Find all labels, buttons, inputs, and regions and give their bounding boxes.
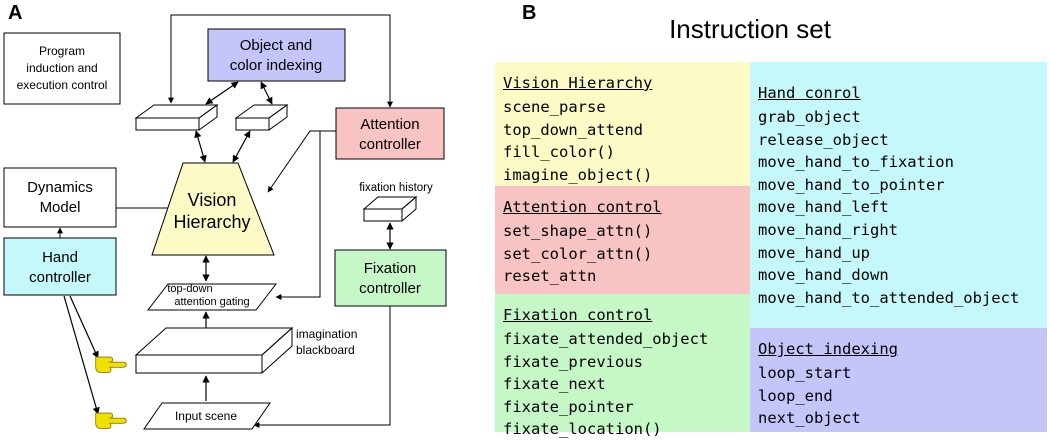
group-object-indexing: Object indexing loop_start loop_end next_ob… <box>750 328 1047 432</box>
instruction-item: loop_end <box>758 386 833 405</box>
instruction-item: fixate_location() <box>503 420 662 439</box>
group-title: Attention control <box>503 198 662 216</box>
attention-gating-line: top-down <box>167 283 212 295</box>
input-scene-shape <box>143 402 271 430</box>
instruction-item: scene_parse <box>503 98 606 116</box>
instruction-item: set_color_attn() <box>503 244 653 263</box>
pointing-hand-icon <box>95 412 127 429</box>
dynamics-model-line: Model <box>40 199 81 216</box>
group-title: Fixation control <box>503 306 653 324</box>
instruction-item: move_hand_left <box>758 198 889 217</box>
group-title: Hand conrol <box>758 84 861 102</box>
fixation-history-label: fixation history <box>359 182 433 194</box>
group-title: Vision Hierarchy <box>503 74 653 92</box>
program-box-line: induction and <box>26 61 97 75</box>
instruction-item: imagine_object() <box>503 165 653 184</box>
imagination-blackboard-line: imagination <box>296 327 357 341</box>
instruction-item: grab_object <box>758 108 861 126</box>
instruction-item: move_hand_to_pointer <box>758 175 945 194</box>
attention-controller-line: Attention <box>360 116 419 133</box>
arrow-object-tray-left <box>205 81 239 105</box>
instruction-item: fixate_pointer <box>503 397 634 416</box>
arrow-tray-vision-left <box>194 130 207 163</box>
arrow-hand-lower <box>63 295 100 415</box>
imagination-blackboard-line: blackboard <box>296 343 355 357</box>
instruction-item: reset_attn <box>503 267 597 286</box>
imagination-blackboard-shape <box>134 326 294 374</box>
instruction-item: fill_color() <box>503 143 615 162</box>
program-box-line: Program <box>39 44 85 58</box>
attention-gating-line: attention gating <box>174 296 249 308</box>
instruction-item: move_hand_right <box>758 220 898 239</box>
tray-left <box>134 104 219 131</box>
instruction-item: loop_start <box>758 364 852 382</box>
instruction-item: move_hand_to_fixation <box>758 153 954 172</box>
fixation-history-tray <box>362 195 418 222</box>
vision-hierarchy-line: Vision <box>188 190 237 210</box>
instruction-set-title: Instruction set <box>669 14 831 44</box>
panel-b-label: B <box>522 2 537 24</box>
instruction-item: release_object <box>758 130 889 149</box>
vision-hierarchy-line: Hierarchy <box>173 212 250 232</box>
program-box-line: execution control <box>17 78 108 92</box>
hand-controller-line: Hand <box>42 249 78 266</box>
arrow-fixation-input <box>253 306 391 428</box>
hand-controller-line: controller <box>29 269 91 286</box>
program-box <box>3 32 121 105</box>
instruction-item: fixate_attended_object <box>503 330 709 348</box>
attention-controller-box <box>335 107 445 160</box>
instruction-item: move_hand_to_attended_object <box>758 288 1020 307</box>
dynamics-model-line: Dynamics <box>27 179 93 196</box>
input-scene-label: Input scene <box>175 409 237 423</box>
instruction-item: next_object <box>758 409 861 428</box>
panel-a-label: A <box>8 2 23 24</box>
fixation-controller-line: controller <box>359 280 421 297</box>
architecture-diagram: Program induction and execution control … <box>3 14 447 430</box>
vision-hierarchy-shape <box>151 162 275 256</box>
instruction-item: move_hand_down <box>758 266 889 285</box>
attention-gating-shape <box>146 283 278 311</box>
instruction-item: set_shape_attn() <box>503 222 653 240</box>
instruction-item: move_hand_up <box>758 243 870 262</box>
attention-controller-line: controller <box>359 136 421 153</box>
hand-controller-box <box>3 237 117 296</box>
dynamics-model-box <box>3 167 117 228</box>
arrow-attention-gating <box>275 131 321 300</box>
instruction-item: top_down_attend <box>503 120 643 139</box>
group-vision-hierarchy: Vision Hierarchy scene_parse top_down_atte… <box>495 62 750 186</box>
tray-right <box>234 104 289 131</box>
arrow-object-tray-right <box>260 81 273 105</box>
instruction-item: fixate_next <box>503 375 606 394</box>
object-color-box-line: Object and <box>240 37 313 54</box>
object-color-box <box>207 28 346 82</box>
object-color-box-line: color indexing <box>230 57 323 74</box>
fixation-controller-box <box>334 249 447 307</box>
arrow-tray-vision-right <box>232 130 251 163</box>
instruction-item: fixate_previous <box>503 352 643 371</box>
group-attention-control: Attention control set_shape_attn() set_col… <box>495 186 750 294</box>
pointing-hand-icon <box>95 356 127 373</box>
top-loop-line <box>168 14 393 108</box>
group-title: Object indexing <box>758 340 898 358</box>
fixation-controller-line: Fixation <box>364 260 417 277</box>
arrow-hand-upper <box>69 295 99 359</box>
arrow-attention-vision <box>267 130 336 193</box>
